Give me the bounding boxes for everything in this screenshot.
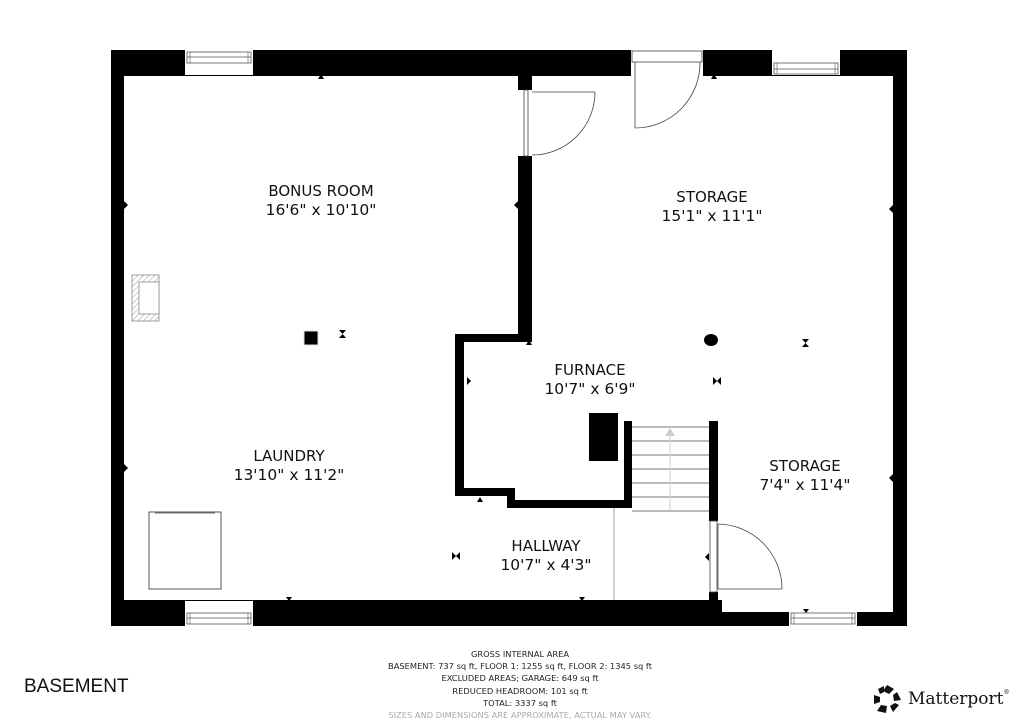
room-name: BONUS ROOM (268, 182, 374, 200)
fireplace (131, 274, 160, 322)
room-name: STORAGE (769, 457, 841, 475)
room-bonus-room: BONUS ROOM 16'6" x 10'10" (221, 182, 421, 220)
room-dimensions: 15'1" x 11'1" (661, 206, 763, 225)
window-top-left (185, 50, 253, 75)
area-excluded: EXCLUDED AREAS; GARAGE: 649 sq ft (441, 673, 599, 684)
area-total: TOTAL: 3337 sq ft (483, 697, 557, 708)
brand-registered-mark: ® (1003, 689, 1010, 696)
matterport-logo-icon (874, 685, 901, 713)
room-name: STORAGE (676, 188, 748, 206)
support-post (704, 334, 718, 346)
window-top-right (772, 50, 840, 75)
room-dimensions: 7'4" x 11'4" (759, 475, 851, 494)
washer-appliance (148, 511, 222, 590)
measurement-markers (124, 74, 893, 613)
room-name: LAUNDRY (253, 447, 325, 465)
gross-internal-area: GROSS INTERNAL AREA BASEMENT: 737 sq ft,… (360, 648, 680, 721)
stair-arrow-icon (665, 428, 675, 436)
brand-name: Matterport (908, 689, 1004, 709)
room-name: HALLWAY (511, 537, 581, 555)
area-reduced-headroom: REDUCED HEADROOM: 101 sq ft (452, 685, 588, 696)
room-dimensions: 10'7" x 6'9" (544, 379, 636, 398)
area-floors: BASEMENT: 737 sq ft, FLOOR 1: 1255 sq ft… (388, 661, 652, 672)
area-title: GROSS INTERNAL AREA (470, 649, 570, 659)
interior-walls (455, 76, 722, 626)
room-furnace: FURNACE 10'7" x 6'9" (490, 361, 690, 399)
door-small-storage (709, 520, 783, 593)
window-bottom-left (185, 601, 253, 626)
staircase (613, 426, 709, 600)
room-name: FURNACE (554, 361, 626, 379)
room-storage-small: STORAGE 7'4" x 11'4" (705, 457, 905, 495)
window-bottom-right (789, 612, 857, 626)
room-laundry: LAUNDRY 13'10" x 11'2" (189, 447, 389, 485)
matterport-brand: Matterport® (872, 684, 1009, 714)
door-bonus-to-storage (518, 89, 596, 157)
room-hallway: HALLWAY 10'7" x 4'3" (446, 537, 646, 575)
room-dimensions: 13'10" x 11'2" (233, 465, 345, 484)
room-storage-main: STORAGE 15'1" x 11'1" (612, 188, 812, 226)
floor-name: BASEMENT (24, 676, 129, 697)
door-top-storage (631, 50, 703, 129)
furnace-unit (589, 413, 618, 461)
room-dimensions: 10'7" x 4'3" (500, 555, 592, 574)
room-dimensions: 16'6" x 10'10" (265, 200, 377, 219)
area-disclaimer: SIZES AND DIMENSIONS ARE APPROXIMATE, AC… (388, 710, 652, 721)
floor-drain (303, 330, 319, 346)
